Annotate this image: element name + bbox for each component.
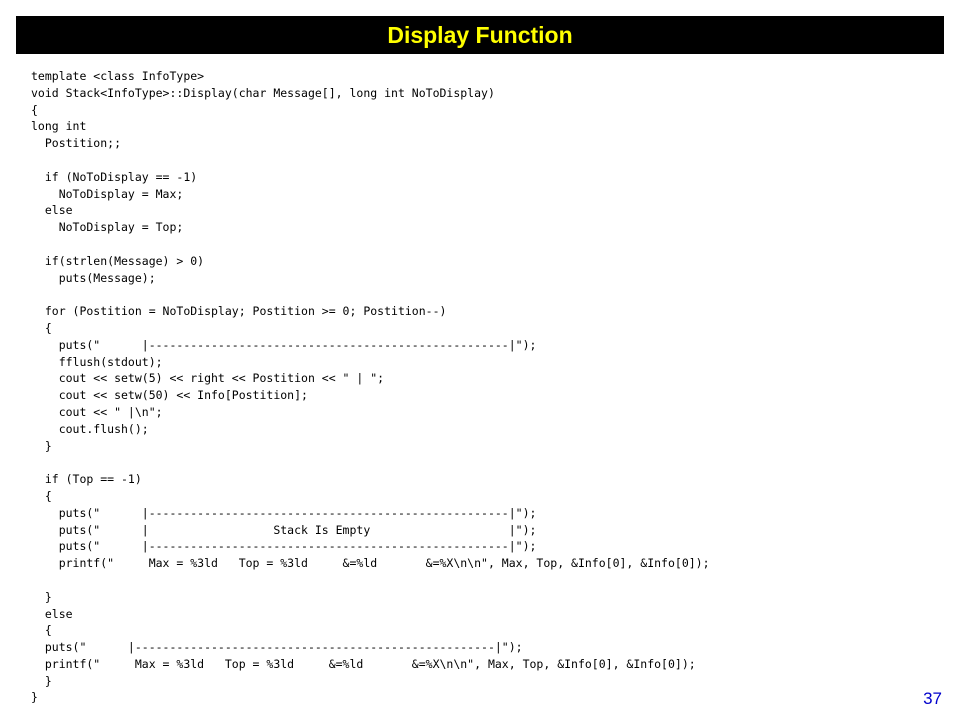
code-line: fflush(stdout); [31, 354, 163, 369]
code-line: puts(" |--------------------------------… [31, 539, 537, 554]
code-line: for (Postition = NoToDisplay; Postition … [31, 304, 447, 319]
code-line: { [31, 102, 38, 117]
code-line: puts(" | Stack Is Empty |"); [31, 522, 537, 537]
code-line: { [31, 488, 52, 503]
code-line: void Stack<InfoType>::Display(char Messa… [31, 85, 495, 100]
code-line: puts(" |--------------------------------… [31, 337, 537, 352]
code-line: if (Top == -1) [31, 472, 142, 487]
code-line: long int [31, 119, 87, 134]
code-line [31, 454, 710, 471]
title-bar: Display Function [16, 16, 944, 54]
slide-title: Display Function [387, 21, 573, 48]
code-line: { [31, 320, 52, 335]
code-line [31, 236, 710, 253]
code-line: else [31, 203, 73, 218]
code-line [31, 572, 710, 589]
code-line: puts(Message); [31, 270, 156, 285]
code-line: NoToDisplay = Top; [31, 220, 184, 235]
code-line: if(strlen(Message) > 0) [31, 253, 205, 268]
code-line: puts(" |--------------------------------… [31, 505, 537, 520]
code-line: cout << setw(5) << right << Postition <<… [31, 371, 385, 386]
code-line [31, 152, 710, 169]
code-line: cout << " |\n"; [31, 404, 163, 419]
code-line: cout << setw(50) << Info[Postition]; [31, 388, 308, 403]
code-line: { [31, 623, 52, 638]
code-line: } [31, 589, 52, 604]
code-line: } [31, 438, 52, 453]
code-line: template <class InfoType> [31, 69, 205, 83]
code-line: printf(" Max = %3ld Top = %3ld &=%ld &=%… [31, 556, 710, 571]
code-line: Postition;; [31, 136, 122, 151]
page-number: 37 [923, 689, 942, 708]
code-line: else [31, 606, 73, 621]
code-line: } [31, 690, 38, 705]
code-line: printf(" Max = %3ld Top = %3ld &=%ld &=%… [31, 656, 696, 671]
code-line: cout.flush(); [31, 421, 149, 436]
code-line: puts(" |--------------------------------… [31, 640, 523, 655]
code-line: } [31, 673, 52, 688]
code-line [31, 286, 710, 303]
code-line: if (NoToDisplay == -1) [31, 169, 198, 184]
code-line: NoToDisplay = Max; [31, 186, 184, 201]
code-listing: template <class InfoType> void Stack<Info… [31, 68, 710, 706]
